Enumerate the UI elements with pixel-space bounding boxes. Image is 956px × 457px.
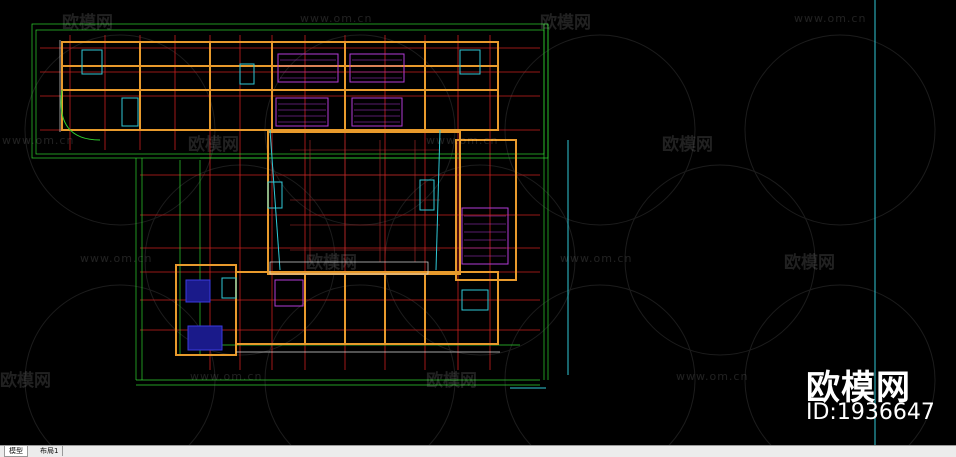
model-id-label: ID:1936647 [806,400,935,425]
watermark-brand: 欧模网 [784,253,835,273]
watermark-brand: 欧模网 [188,135,239,155]
brand-logo-text: 欧模网 [806,368,911,408]
tab-layout1[interactable]: 布局1 [36,446,64,456]
watermark-url: www.om.cn [300,12,373,25]
outline-accents [59,40,500,353]
watermark-url: www.om.cn [80,252,153,265]
watermark-url: www.om.cn [676,370,749,383]
watermark-brand: 欧模网 [540,13,591,33]
stair-cores [81,49,489,311]
watermark-brand: 欧模网 [0,371,51,391]
blue-rooms [185,279,223,351]
watermark-brand: 欧模网 [426,371,477,391]
dimension-lines [31,23,549,386]
seating-rows [278,59,506,257]
watermark-url: www.om.cn [2,134,75,147]
cad-model-viewport[interactable] [0,0,956,445]
curved-entrance [60,89,101,141]
watermark-brand: 欧模网 [662,135,713,155]
watermark-url: www.om.cn [426,134,499,147]
courtyard-grid [290,140,440,262]
tab-model[interactable]: 模型 [4,446,28,457]
watermark-url: www.om.cn [560,252,633,265]
watermark-brand: 欧模网 [306,253,357,273]
watermark-url: www.om.cn [190,370,263,383]
layout-tab-bar: 模型 布局1 [0,445,956,457]
watermark-brand: 欧模网 [62,13,113,33]
watermark-url: www.om.cn [794,12,867,25]
classroom-seating [274,53,509,307]
